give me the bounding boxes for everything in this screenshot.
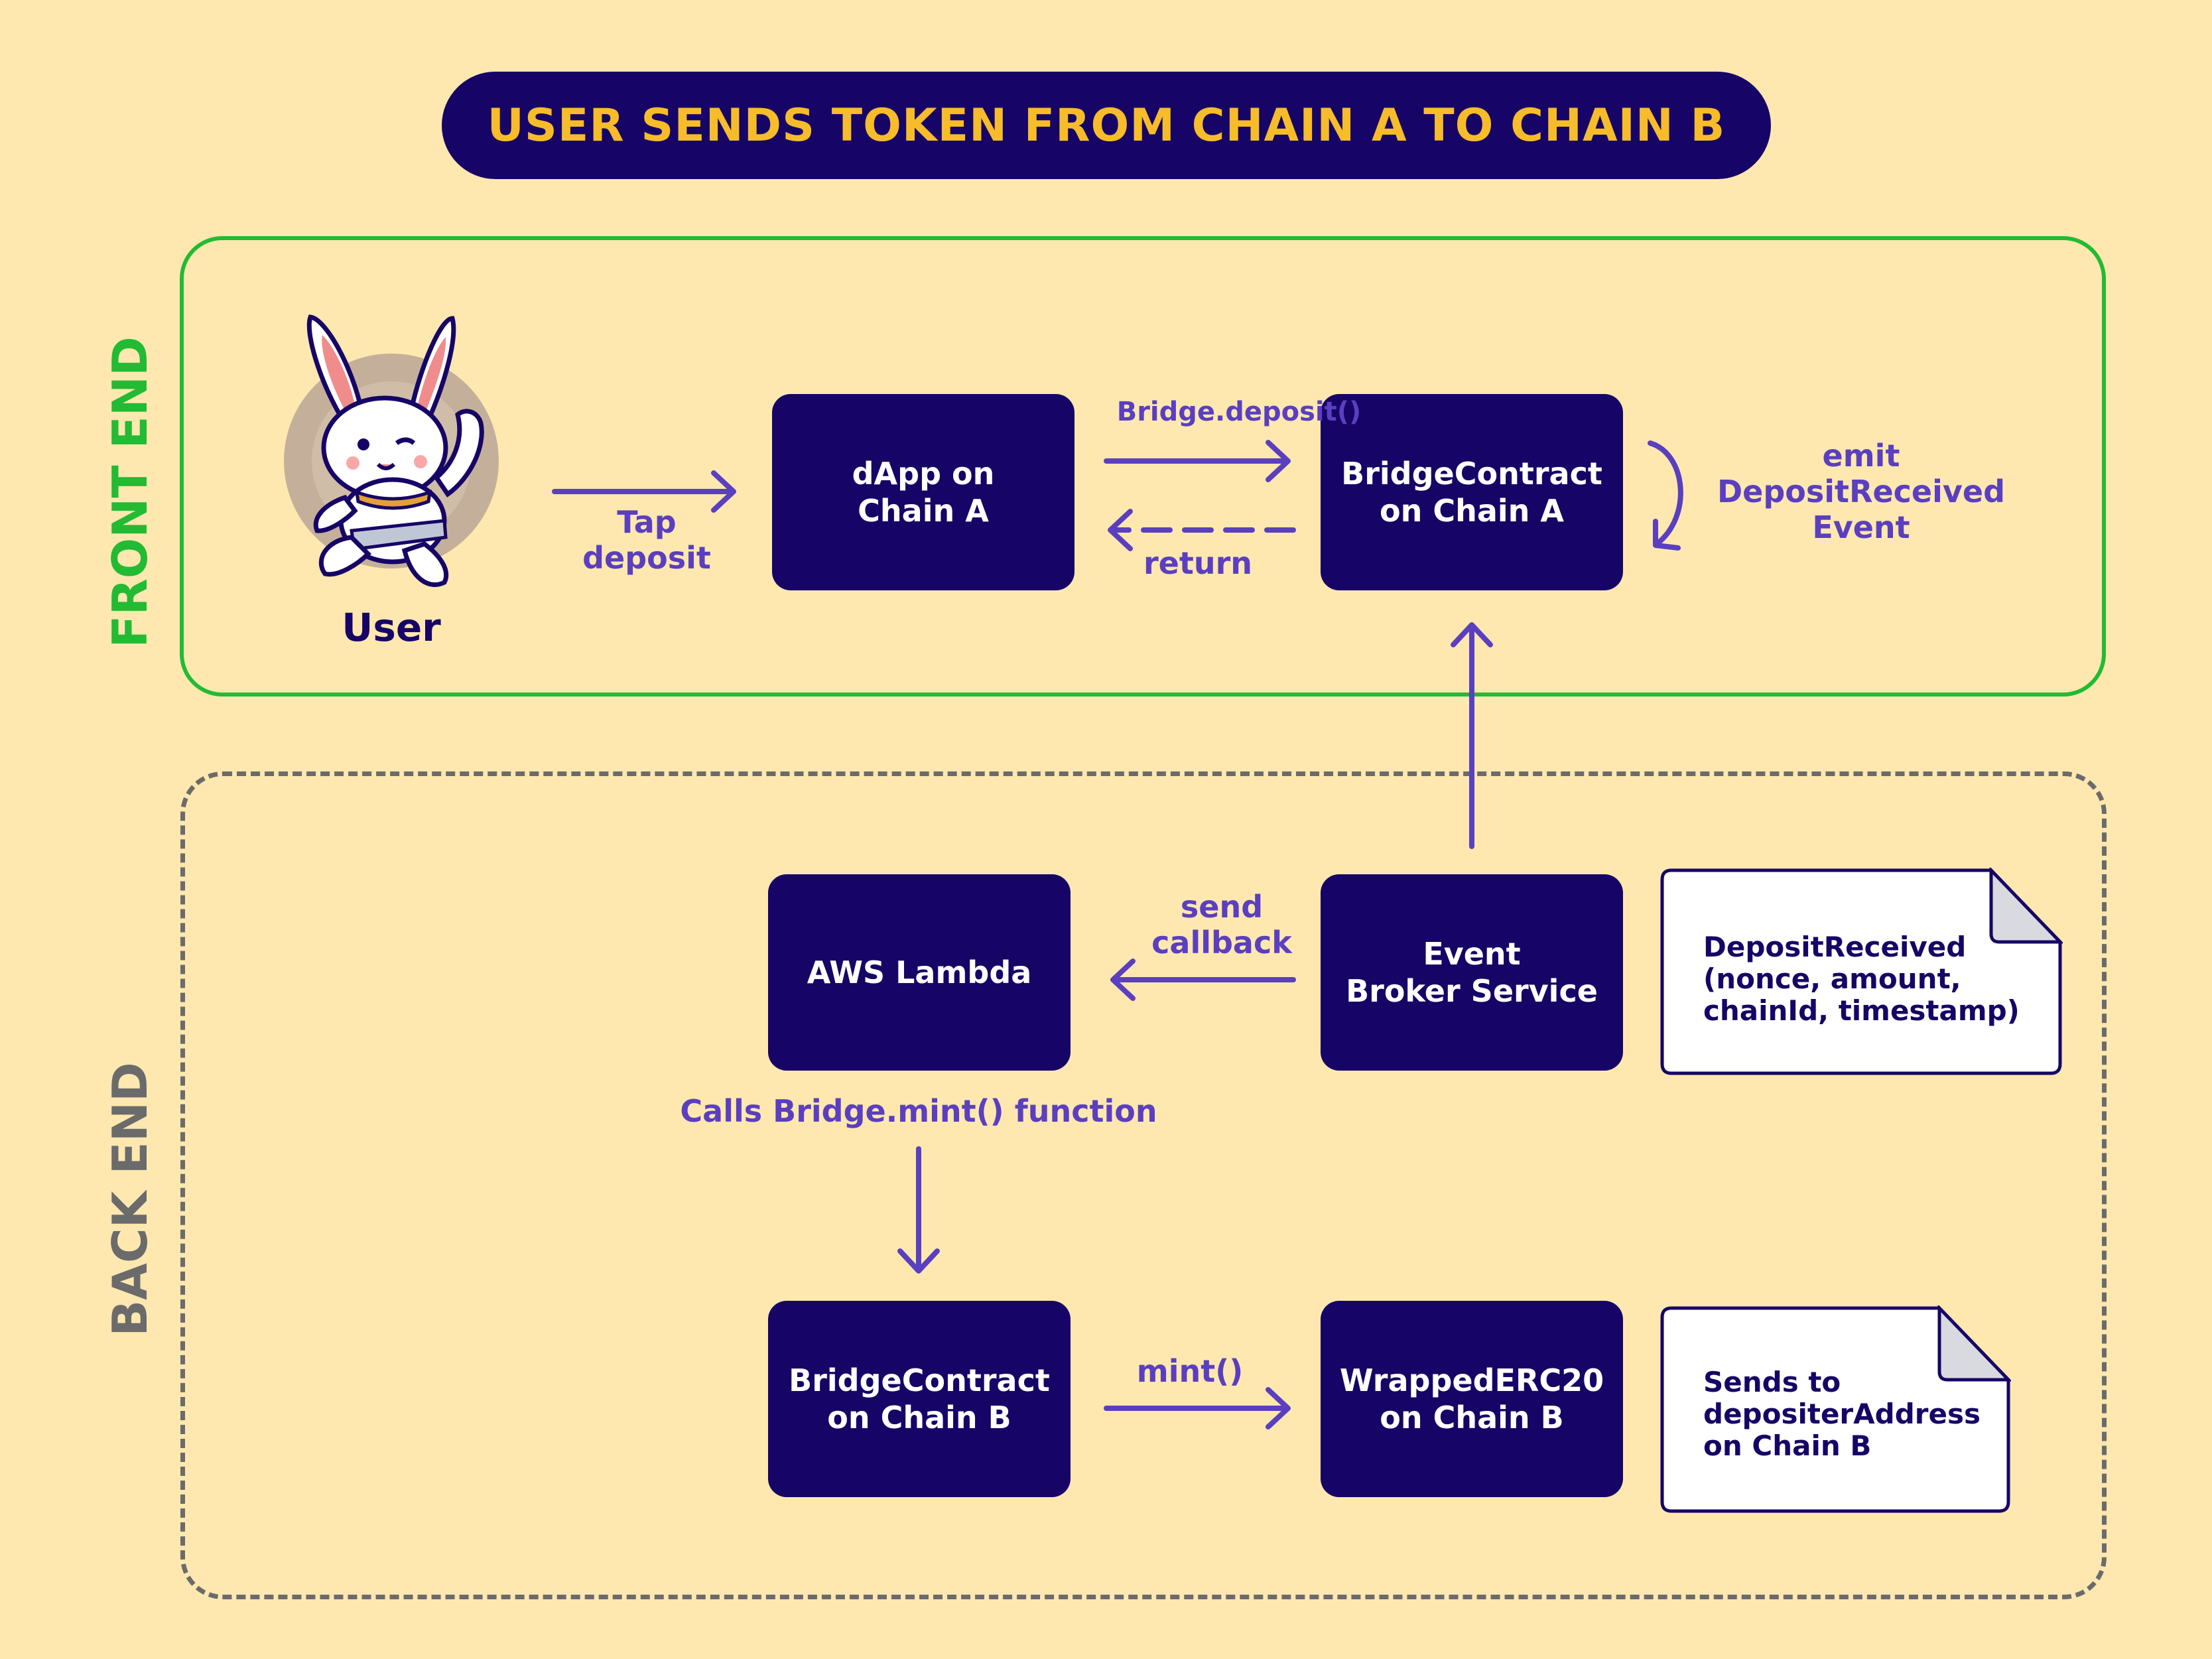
deposit-received-note-text: DepositReceived (nonce, amount, chainId,… bbox=[1703, 931, 2020, 1027]
event-broker-service-node: Event Broker Service bbox=[1321, 874, 1623, 1071]
wrapped-erc20-chain-b-node: WrappedERC20 on Chain B bbox=[1321, 1301, 1623, 1497]
mint-label: mint() bbox=[1136, 1353, 1244, 1389]
calls-mint-label: Calls Bridge.mint() function bbox=[680, 1093, 1157, 1129]
return-arrowhead bbox=[1108, 509, 1133, 551]
emit-arrowhead bbox=[1653, 519, 1681, 551]
sends-to-depositer-note-text: Sends to depositerAddress on Chain B bbox=[1703, 1366, 1981, 1462]
send-callback-label: send callback bbox=[1151, 889, 1292, 961]
tap-arrowhead bbox=[711, 470, 736, 513]
note-document-icon bbox=[1660, 1305, 2011, 1513]
calls-mint-arrowhead bbox=[897, 1248, 940, 1274]
dapp-chain-a-node: dApp on Chain A bbox=[772, 394, 1074, 590]
deposit-arrowhead bbox=[1266, 440, 1291, 482]
diagram-title: USER SENDS TOKEN FROM CHAIN A TO CHAIN B bbox=[487, 99, 1726, 152]
title-banner: USER SENDS TOKEN FROM CHAIN A TO CHAIN B bbox=[442, 72, 1771, 179]
bridge-deposit-label: Bridge.deposit() bbox=[1116, 397, 1362, 427]
deposit-received-note: DepositReceived (nonce, amount, chainId,… bbox=[1659, 868, 2063, 1076]
aws-lambda-node: AWS Lambda bbox=[768, 874, 1071, 1071]
sends-to-depositer-note: Sends to depositerAddress on Chain B bbox=[1659, 1305, 2011, 1514]
emit-event-label: emit DepositReceived Event bbox=[1717, 438, 2006, 545]
user-label: User bbox=[342, 605, 441, 650]
emit-curve-arrow bbox=[1648, 440, 1683, 547]
bridge-contract-chain-a-node: BridgeContract on Chain A bbox=[1321, 394, 1623, 590]
mint-arrowhead bbox=[1266, 1387, 1291, 1429]
tap-deposit-label: Tap deposit bbox=[582, 504, 711, 576]
broker-to-bridge-arrowhead bbox=[1451, 622, 1493, 647]
send-callback-arrowhead bbox=[1110, 959, 1136, 1001]
note-document-icon bbox=[1660, 868, 2063, 1075]
rabbit-mascot-icon bbox=[284, 314, 499, 587]
frontend-section bbox=[180, 236, 2106, 697]
backend-section bbox=[180, 771, 2107, 1599]
bridge-contract-chain-b-node: BridgeContract on Chain B bbox=[768, 1301, 1071, 1497]
return-label: return bbox=[1143, 545, 1253, 581]
